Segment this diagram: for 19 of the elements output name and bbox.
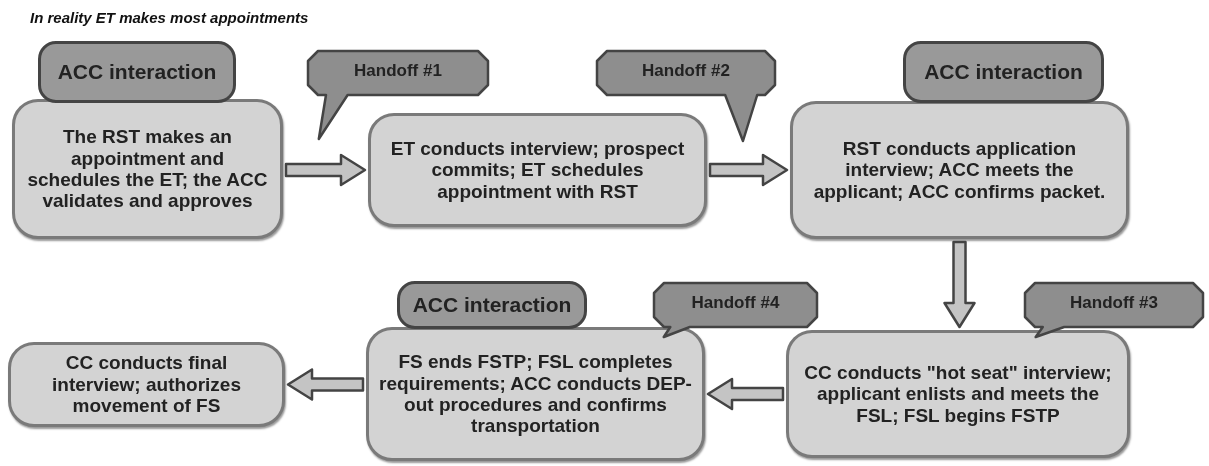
interaction-tab: ACC interaction	[903, 41, 1104, 103]
block-arrow	[286, 368, 365, 401]
process-box: CC conducts "hot seat" interview; applicant enlists and meets the FSL; FSL begins FSTP	[786, 330, 1130, 458]
process-box: CC conducts final interview; authorizes movement of FS	[8, 342, 285, 427]
block-arrow	[708, 153, 789, 187]
interaction-tab: ACC interaction	[38, 41, 236, 103]
handoff-callout: Handoff #2	[597, 51, 775, 143]
block-arrow	[706, 377, 785, 411]
handoff-callout: Handoff #1	[308, 51, 488, 141]
diagram-title: In reality ET makes most appointments	[30, 9, 309, 26]
handoff-callout: Handoff #3	[1025, 283, 1203, 339]
process-box: FS ends FSTP; FSL completes requirements; ACC conducts DEP-out procedures and confirms transportation	[366, 327, 705, 461]
interaction-tab: ACC interaction	[397, 281, 587, 329]
block-arrow	[284, 153, 367, 187]
process-box: RST conducts application interview; ACC meets the applicant; ACC confirms packet.	[790, 101, 1129, 239]
process-box: The RST makes an appointment and schedules the ET; the ACC validates and approves	[12, 99, 283, 239]
process-box: ET conducts interview; prospect commits; ET schedules appointment with RST	[368, 113, 707, 227]
handoff-callout: Handoff #4	[654, 283, 817, 339]
block-arrow	[943, 240, 976, 329]
